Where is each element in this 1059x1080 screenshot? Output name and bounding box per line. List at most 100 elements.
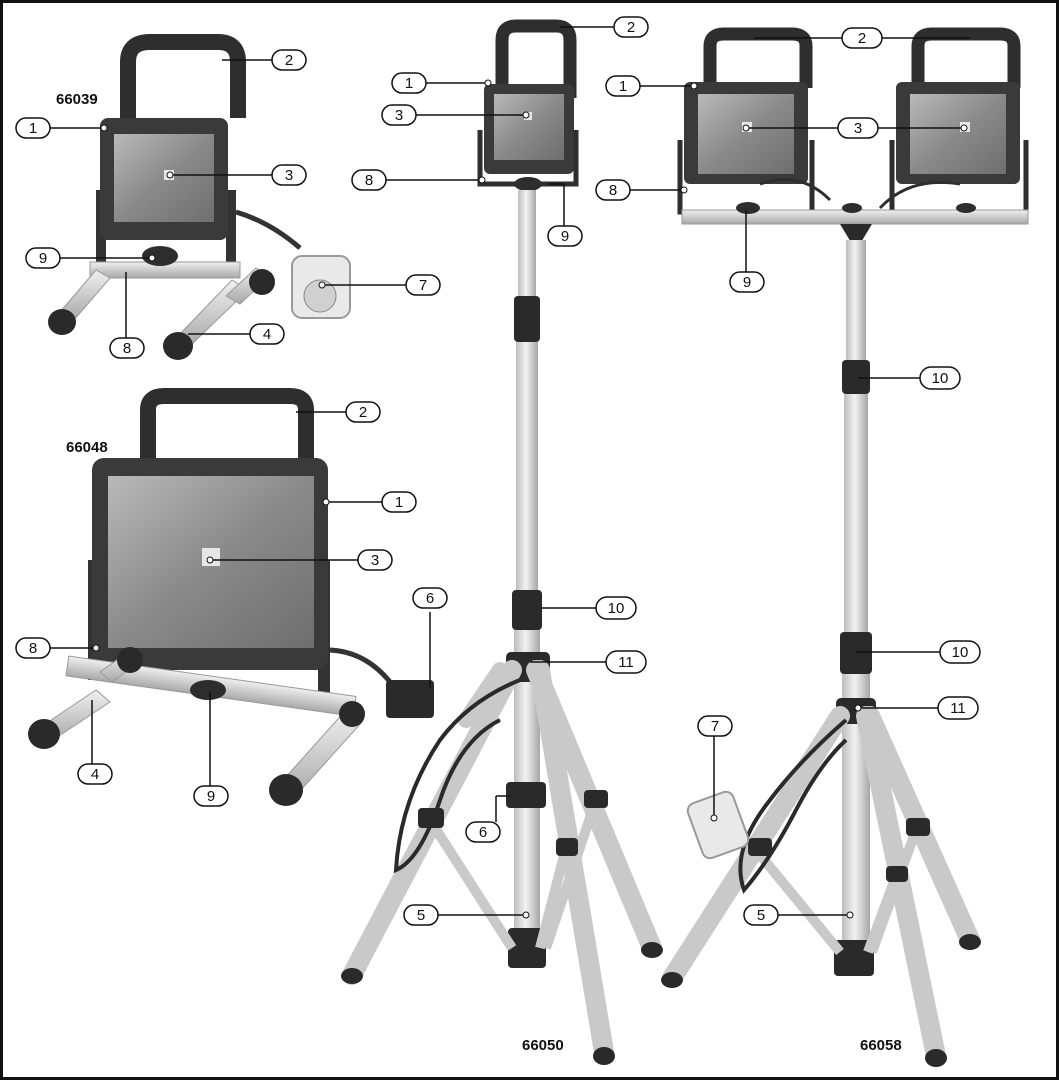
callout-1: 1 bbox=[605, 75, 641, 97]
handle bbox=[495, 19, 577, 98]
callout-7: 7 bbox=[405, 274, 441, 296]
callout-2: 2 bbox=[841, 27, 883, 49]
svg-text:1: 1 bbox=[29, 120, 37, 137]
handle bbox=[703, 27, 813, 88]
svg-text:8: 8 bbox=[609, 182, 617, 199]
svg-text:4: 4 bbox=[91, 766, 99, 783]
svg-text:4: 4 bbox=[263, 326, 271, 343]
callout-9: 9 bbox=[25, 247, 61, 269]
callout-10: 10 bbox=[595, 596, 637, 620]
svg-text:10: 10 bbox=[932, 370, 949, 387]
callout-5: 5 bbox=[403, 904, 439, 926]
callout-8: 8 bbox=[595, 179, 631, 201]
svg-text:10: 10 bbox=[608, 600, 625, 617]
svg-text:5: 5 bbox=[417, 907, 425, 924]
lamp-lens bbox=[910, 94, 1006, 174]
adjustment-knob bbox=[142, 246, 178, 266]
callout-8: 8 bbox=[15, 637, 51, 659]
svg-text:7: 7 bbox=[711, 718, 719, 735]
svg-text:1: 1 bbox=[395, 494, 403, 511]
lamp-lens bbox=[494, 94, 564, 160]
callout-6: 6 bbox=[465, 821, 501, 843]
svg-text:2: 2 bbox=[627, 19, 635, 36]
uk-plug bbox=[386, 680, 434, 718]
callout-9: 9 bbox=[729, 271, 765, 293]
callout-11: 11 bbox=[937, 696, 979, 720]
height-lock-10 bbox=[842, 360, 870, 394]
foot-cap bbox=[661, 972, 683, 988]
svg-text:11: 11 bbox=[950, 700, 966, 717]
svg-text:9: 9 bbox=[39, 250, 47, 267]
tripod-worklight-66050: 66050 bbox=[341, 19, 663, 1065]
callout-8: 8 bbox=[351, 169, 387, 191]
model-number-66039: 66039 bbox=[56, 91, 98, 108]
svg-text:5: 5 bbox=[757, 907, 765, 924]
leader-lines bbox=[50, 26, 970, 916]
mast-upper bbox=[846, 240, 866, 364]
svg-text:8: 8 bbox=[123, 340, 131, 357]
model-number-66050: 66050 bbox=[522, 1037, 564, 1054]
svg-text:3: 3 bbox=[371, 552, 379, 569]
svg-text:9: 9 bbox=[561, 228, 569, 245]
cable-coil bbox=[738, 718, 848, 894]
tripod-base-hub bbox=[508, 928, 546, 968]
callout-3: 3 bbox=[271, 164, 307, 186]
handle bbox=[120, 34, 246, 118]
mast-collar bbox=[514, 296, 540, 342]
svg-text:8: 8 bbox=[365, 172, 373, 189]
mast-upper bbox=[518, 190, 536, 300]
svg-text:9: 9 bbox=[207, 788, 215, 805]
leader-dots bbox=[92, 79, 968, 919]
svg-text:1: 1 bbox=[405, 75, 413, 92]
svg-text:2: 2 bbox=[858, 30, 866, 47]
callout-4: 4 bbox=[249, 323, 285, 345]
model-number-66048: 66048 bbox=[66, 439, 108, 456]
callout-4: 4 bbox=[77, 763, 113, 785]
svg-text:1: 1 bbox=[619, 78, 627, 95]
cable bbox=[235, 209, 302, 250]
svg-text:11: 11 bbox=[618, 654, 634, 671]
callout-2: 2 bbox=[271, 49, 307, 71]
cable bbox=[759, 178, 832, 202]
mast-middle bbox=[516, 342, 538, 592]
svg-text:8: 8 bbox=[29, 640, 37, 657]
callout-2: 2 bbox=[345, 401, 381, 423]
callout-3: 3 bbox=[357, 549, 393, 571]
svg-text:3: 3 bbox=[285, 167, 293, 184]
height-lock-10 bbox=[512, 590, 542, 630]
uk-plug bbox=[506, 782, 546, 808]
industrial-plug bbox=[686, 790, 750, 860]
callout-5: 5 bbox=[743, 904, 779, 926]
svg-text:3: 3 bbox=[395, 107, 403, 124]
worklight-66039: 66039 bbox=[48, 34, 351, 360]
adjustment-knob bbox=[736, 202, 760, 214]
callout-6: 6 bbox=[412, 587, 448, 609]
callout-2: 2 bbox=[613, 16, 649, 38]
svg-text:3: 3 bbox=[854, 120, 862, 137]
callout-1: 1 bbox=[381, 491, 417, 513]
svg-text:6: 6 bbox=[479, 824, 487, 841]
tripod-strut bbox=[425, 817, 517, 951]
callout-1: 1 bbox=[391, 72, 427, 94]
handle bbox=[911, 27, 1021, 88]
callout-7: 7 bbox=[697, 715, 733, 737]
foot-cap bbox=[341, 968, 363, 984]
svg-text:2: 2 bbox=[359, 404, 367, 421]
svg-text:6: 6 bbox=[426, 590, 434, 607]
svg-text:2: 2 bbox=[285, 52, 293, 69]
cable-coil bbox=[393, 678, 521, 874]
callout-11: 11 bbox=[605, 650, 647, 674]
foot-cap bbox=[48, 309, 76, 335]
callout-8: 8 bbox=[109, 337, 145, 359]
callout-9: 9 bbox=[193, 785, 229, 807]
adjustment-knob bbox=[514, 177, 542, 191]
callout-3: 3 bbox=[381, 104, 417, 126]
svg-text:9: 9 bbox=[743, 274, 751, 291]
handle bbox=[140, 388, 314, 460]
callout-1: 1 bbox=[15, 117, 51, 139]
callout-10: 10 bbox=[939, 640, 981, 664]
foot-cap bbox=[28, 719, 60, 749]
mast-middle bbox=[844, 394, 868, 634]
